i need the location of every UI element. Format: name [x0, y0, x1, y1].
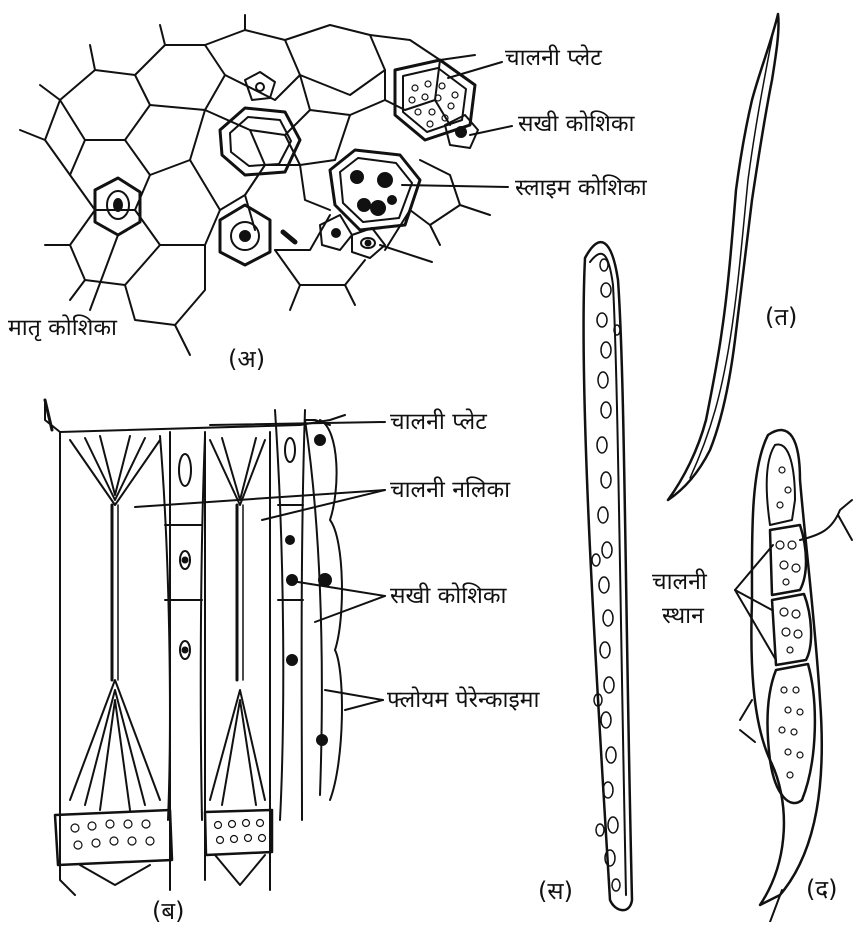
label-sieve-plate-b: चालनी प्लेट — [390, 410, 487, 435]
label-mother-cell-a: मातृ कोशिका — [8, 316, 117, 341]
panel-t-fibre — [668, 14, 779, 500]
panel-label-s: (स) — [538, 874, 573, 907]
panel-label-a: (अ) — [228, 342, 265, 375]
panel-a-cross-section — [20, 15, 512, 355]
panel-b-longitudinal — [45, 400, 385, 895]
label-companion-cell-b: सखी कोशिका — [390, 584, 506, 609]
label-companion-cell-a: सखी कोशिका — [518, 112, 634, 137]
panel-label-b: (ब) — [152, 894, 184, 927]
label-sieve-plate-a: चालनी प्लेट — [505, 46, 602, 71]
label-sieve-area-line2: स्थान — [662, 604, 704, 629]
label-slime-cell-a: स्लाइम कोशिका — [515, 176, 647, 201]
panel-label-t: (त) — [765, 300, 797, 333]
panel-d-sieve-cell — [735, 430, 852, 922]
label-phloem-parenchyma-b: फ्लोयम पेरेन्काइमा — [387, 688, 539, 713]
label-sieve-area-line1: चालनी — [652, 570, 707, 595]
label-sieve-tube-b: चालनी नलिका — [390, 478, 510, 503]
panel-label-d: (द) — [806, 872, 837, 905]
panel-s-sieve-cell — [584, 242, 632, 910]
